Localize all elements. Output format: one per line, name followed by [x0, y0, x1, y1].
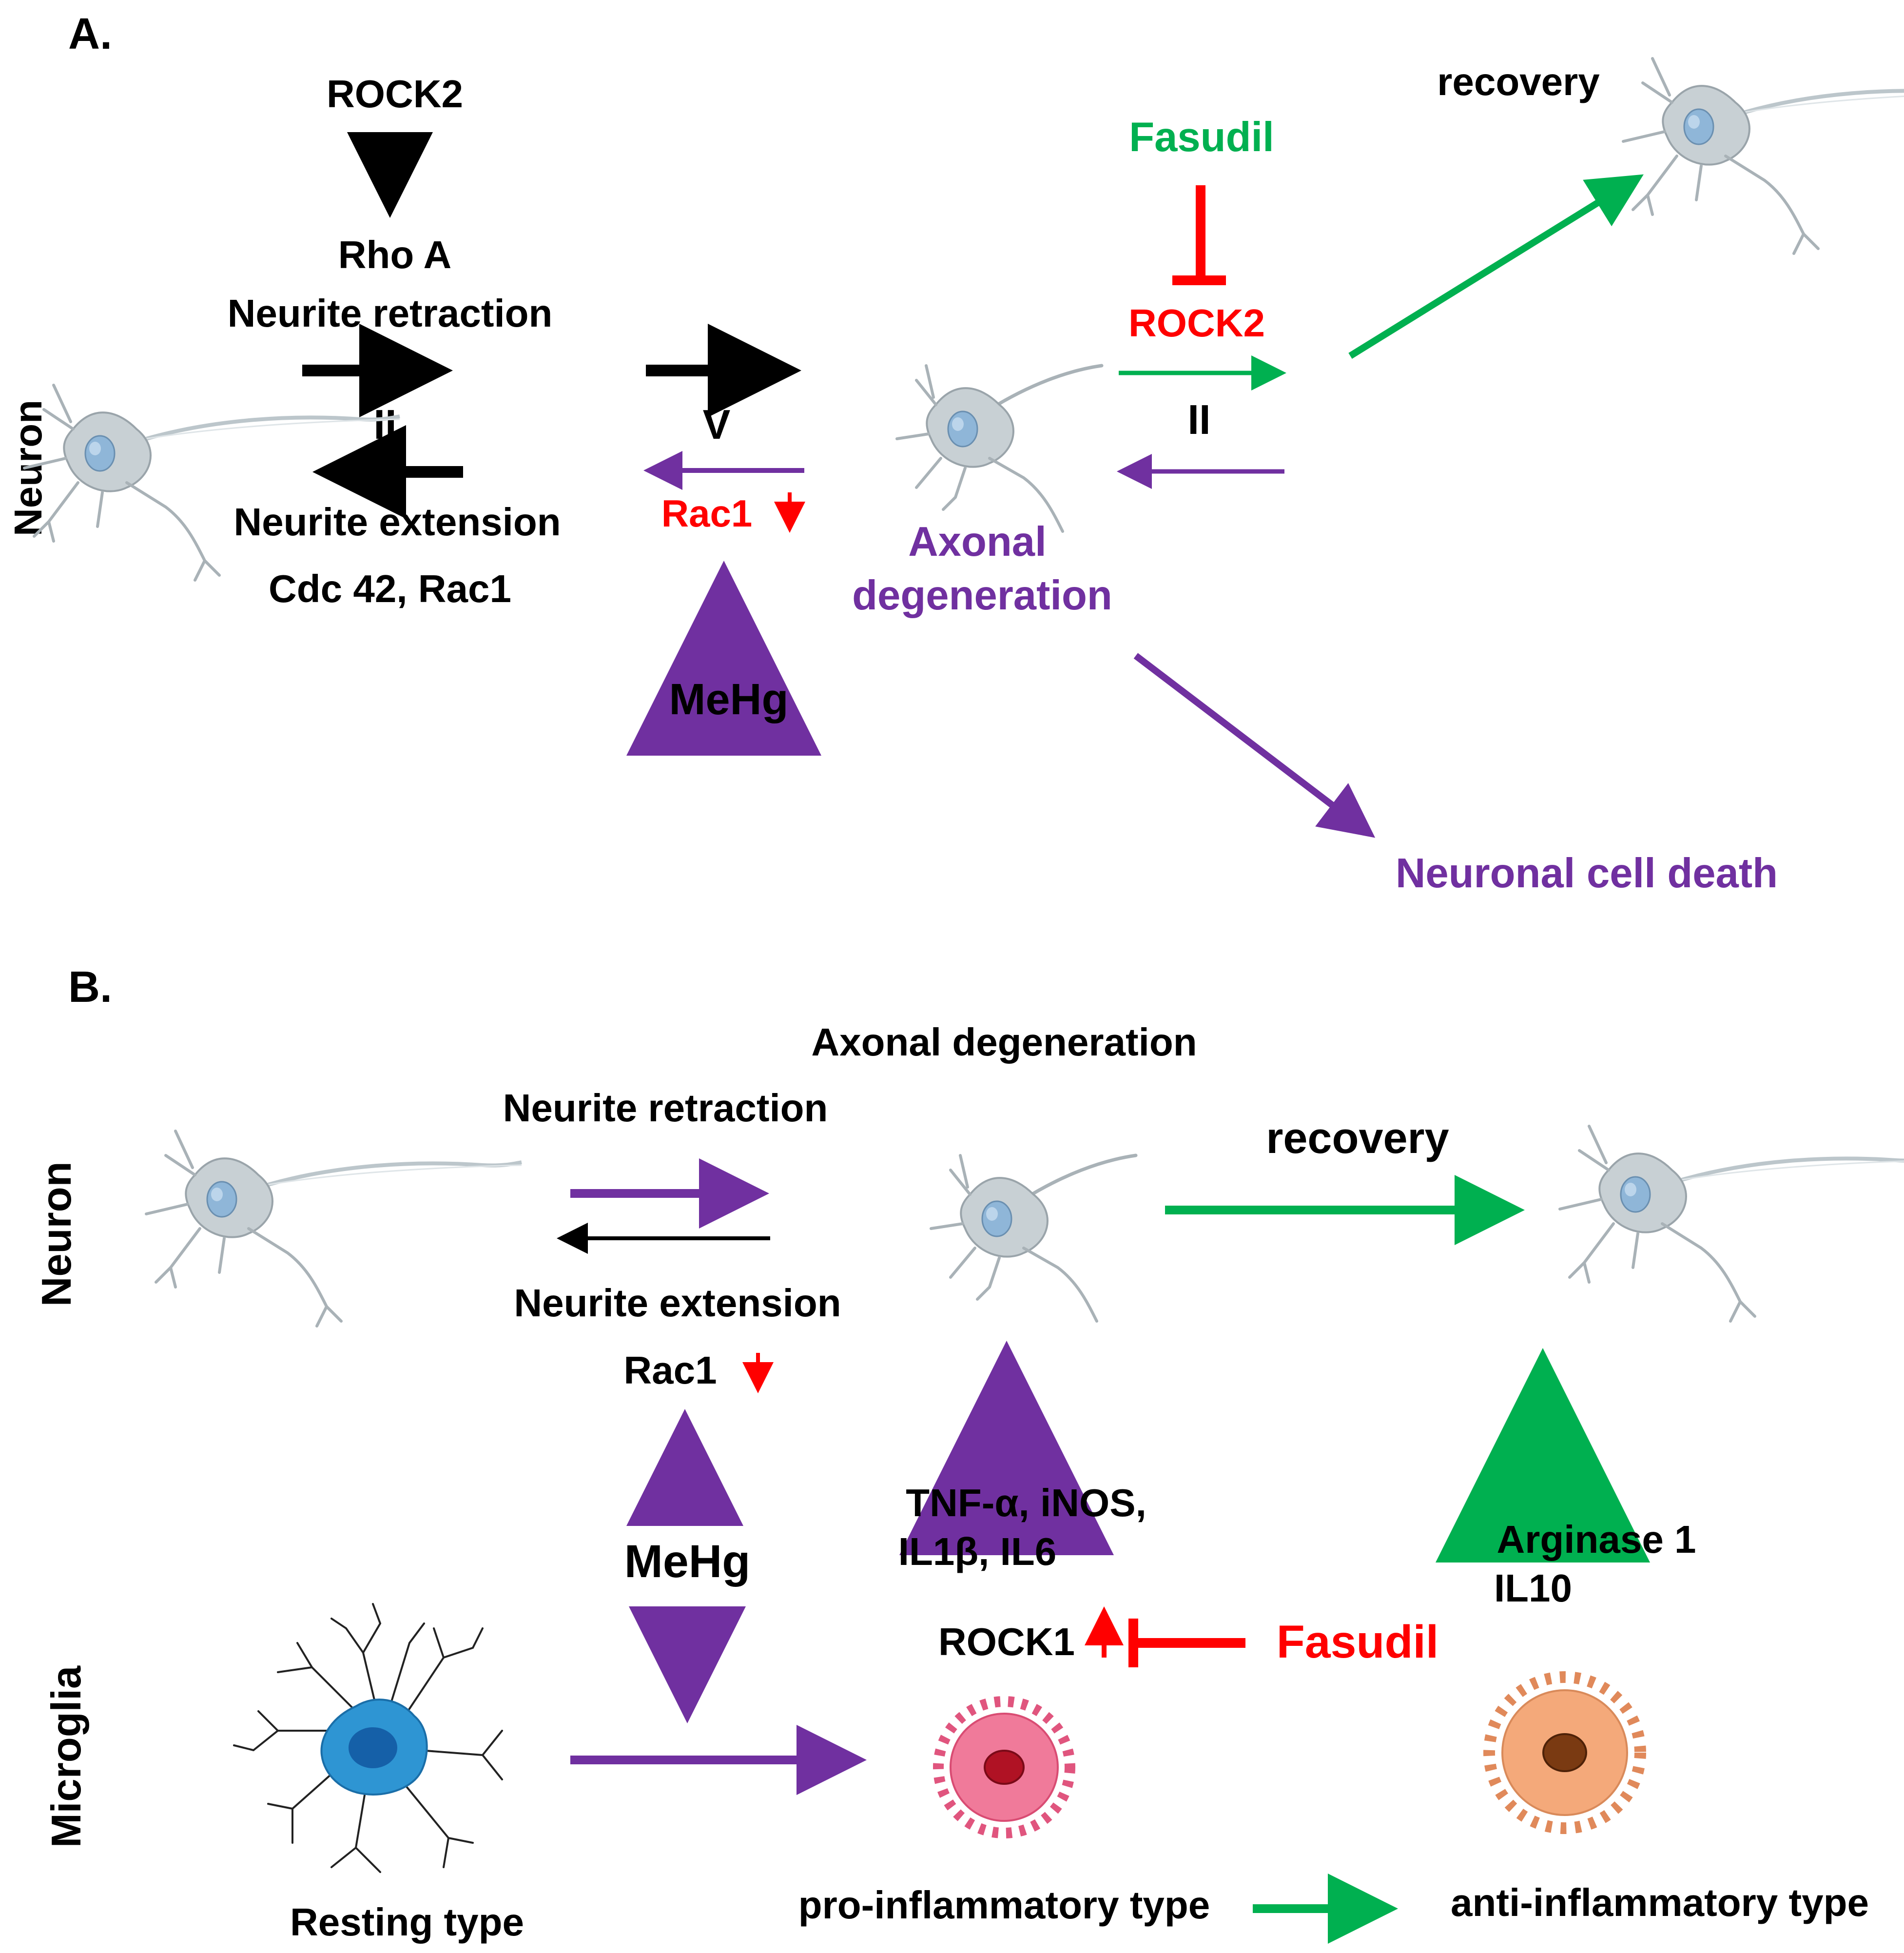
b-neuron-recovered [1560, 1126, 1904, 1321]
b-arginase-label-line2: IL10 [1494, 1566, 1572, 1610]
b-anti-inflammatory-label: anti-inflammatory type [1451, 1881, 1869, 1924]
b-tnf-label-line2: IL1β, IL6 [898, 1530, 1056, 1573]
a-axonal-label-line1: Axonal [908, 519, 1046, 565]
cdc42-rac1-label: Cdc 42, Rac1 [269, 567, 511, 610]
a-neuron-recovered [1623, 59, 1904, 254]
b-rock1-label: ROCK1 [938, 1620, 1075, 1663]
panel-b-side-label-neuron: Neuron [34, 1162, 80, 1307]
b-neurite-retraction-label: Neurite retraction [503, 1086, 828, 1130]
a-rac1-label: Rac1 [661, 492, 752, 535]
a-fasudil-label: Fasudil [1129, 114, 1274, 160]
a-neurite-extension-label: Neurite extension [233, 500, 561, 544]
b-tnf-label-line1: TNF-α, iNOS, [906, 1481, 1146, 1524]
rock2-top-label: ROCK2 [327, 72, 463, 116]
a-rock2-red-label: ROCK2 [1128, 301, 1265, 345]
b-mehg-label: MeHg [624, 1536, 751, 1587]
b-rac1-label: Rac1 [623, 1348, 717, 1392]
a-axonal-label-line2: degeneration [852, 572, 1112, 619]
b-resting-label: Resting type [290, 1900, 524, 1944]
a-cell-death-label: Neuronal cell death [1396, 850, 1778, 897]
anti-inflammatory-microglia [1483, 1671, 1646, 1834]
a-cell-death-arrow [1133, 653, 1376, 838]
b-axonal-degeneration-label: Axonal degeneration [811, 1020, 1197, 1064]
a-recovery-arrow [1348, 174, 1644, 359]
a-neurite-retraction-label: Neurite retraction [228, 292, 553, 335]
panel-a-label: A. [68, 10, 112, 59]
b-recovery-label: recovery [1266, 1114, 1449, 1163]
b-fasudil-label: Fasudil [1277, 1616, 1439, 1668]
a-neuron-normal [24, 385, 400, 580]
b-neuron-degenerated [931, 1155, 1136, 1321]
panel-b-side-label-microglia: Microglia [43, 1665, 90, 1848]
pro-inflammatory-microglia [933, 1696, 1075, 1838]
a-equals-sign: II [373, 402, 396, 448]
b-arginase-label-line1: Arginase 1 [1496, 1518, 1696, 1561]
resting-microglia [233, 1603, 503, 1873]
b-neuron-normal [146, 1131, 522, 1326]
b-neurite-extension-label: Neurite extension [514, 1281, 841, 1325]
a-neuron-degenerated [897, 366, 1102, 531]
b-pro-inflammatory-label: pro-inflammatory type [798, 1883, 1210, 1927]
a-equals-sign-right: II [1187, 397, 1210, 443]
rhoa-label: Rho A [338, 233, 452, 276]
a-recovery-label: recovery [1437, 60, 1600, 103]
panel-b-label: B. [68, 963, 112, 1012]
a-greater-than-sign: V [703, 402, 731, 448]
a-mehg-label: MeHg [669, 675, 789, 724]
